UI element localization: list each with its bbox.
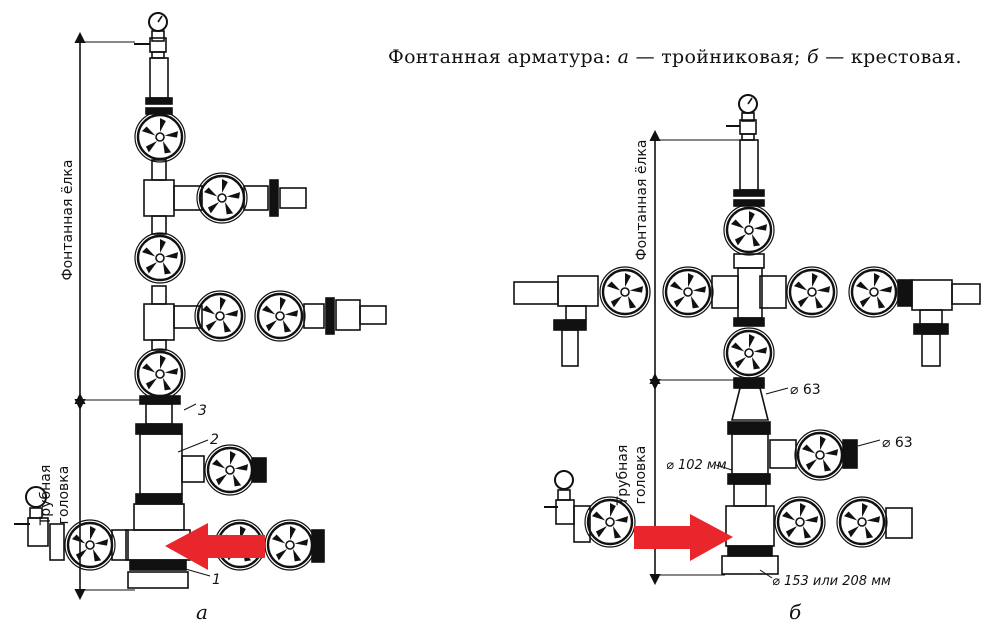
side-branch-upper-a [173, 172, 307, 224]
pressure-gauge-top-a [134, 12, 168, 59]
wheel-spokes [774, 496, 826, 548]
pressure-gauge-top-b [726, 94, 758, 141]
side-branch-lower-a [173, 290, 387, 342]
callouts-a: 3 2 1 [177, 403, 221, 588]
figure-b-head-label-1: Трубная [615, 445, 631, 507]
dimension-callouts-b: ⌀ 63 ⌀ 63 ⌀ 102 мм ⌀ 153 или 208 мм [666, 382, 913, 589]
wheel-spokes [662, 266, 714, 318]
caption-letter-b: б [807, 46, 819, 68]
wheel-spokes [134, 111, 186, 163]
riser-b [721, 139, 779, 575]
wheel-spokes [794, 429, 846, 481]
figure-b-tree-label: Фонтанная ёлка [634, 140, 650, 261]
figure-a-dimensions [74, 31, 140, 601]
wheel-spokes [134, 232, 186, 284]
dim-63-top: ⌀ 63 [790, 382, 821, 398]
valve-wheels-b [723, 204, 775, 379]
red-arrow-b [634, 514, 733, 561]
bottom-branch-b [544, 470, 913, 548]
wheel-spokes [786, 266, 838, 318]
wheel-spokes [254, 290, 306, 342]
figure-b-letter: б [789, 600, 802, 624]
wheel-spokes [64, 519, 116, 571]
wheel-spokes [848, 266, 900, 318]
callout-1: 1 [212, 572, 221, 588]
caption-text-b: — крестовая. [825, 46, 962, 68]
wheel-spokes [723, 204, 775, 256]
callout-3: 3 [198, 403, 207, 419]
figure-a-tree-label: Фонтанная ёлка [60, 160, 76, 281]
cross-branches-b [513, 266, 981, 367]
wheel-spokes [599, 266, 651, 318]
red-arrow-a [165, 523, 265, 570]
figure-a-head-label-2: головка [56, 466, 72, 525]
dim-63-side: ⌀ 63 [882, 435, 913, 451]
figure-a: Фонтанная ёлка Трубная головка [14, 12, 387, 601]
figure-b: Фонтанная ёлка Трубная головка [513, 94, 981, 589]
head-valve-side-b [769, 429, 858, 481]
wheel-spokes [836, 496, 888, 548]
wheel-spokes [584, 496, 636, 548]
figure-b-head-label-2: головка [633, 446, 649, 505]
caption-prefix: Фонтанная арматура: [388, 46, 612, 68]
wheel-spokes [723, 327, 775, 379]
dim-102: ⌀ 102 мм [666, 458, 727, 473]
dim-153-208: ⌀ 153 или 208 мм [772, 574, 891, 589]
valve-wheels-a [134, 111, 186, 400]
figure-a-letter: а [196, 600, 208, 624]
caption-letter-a: а [617, 46, 630, 68]
wheel-spokes [194, 290, 246, 342]
wheel-spokes [204, 444, 256, 496]
caption: Фонтанная арматура: а — тройниковая; б —… [388, 46, 962, 68]
wheel-spokes [264, 519, 316, 571]
wheel-spokes [196, 172, 248, 224]
caption-text-a: — тройниковая; [635, 46, 801, 68]
callout-2: 2 [210, 432, 219, 448]
head-valve-2-a [181, 444, 267, 496]
wheel-spokes [134, 348, 186, 400]
